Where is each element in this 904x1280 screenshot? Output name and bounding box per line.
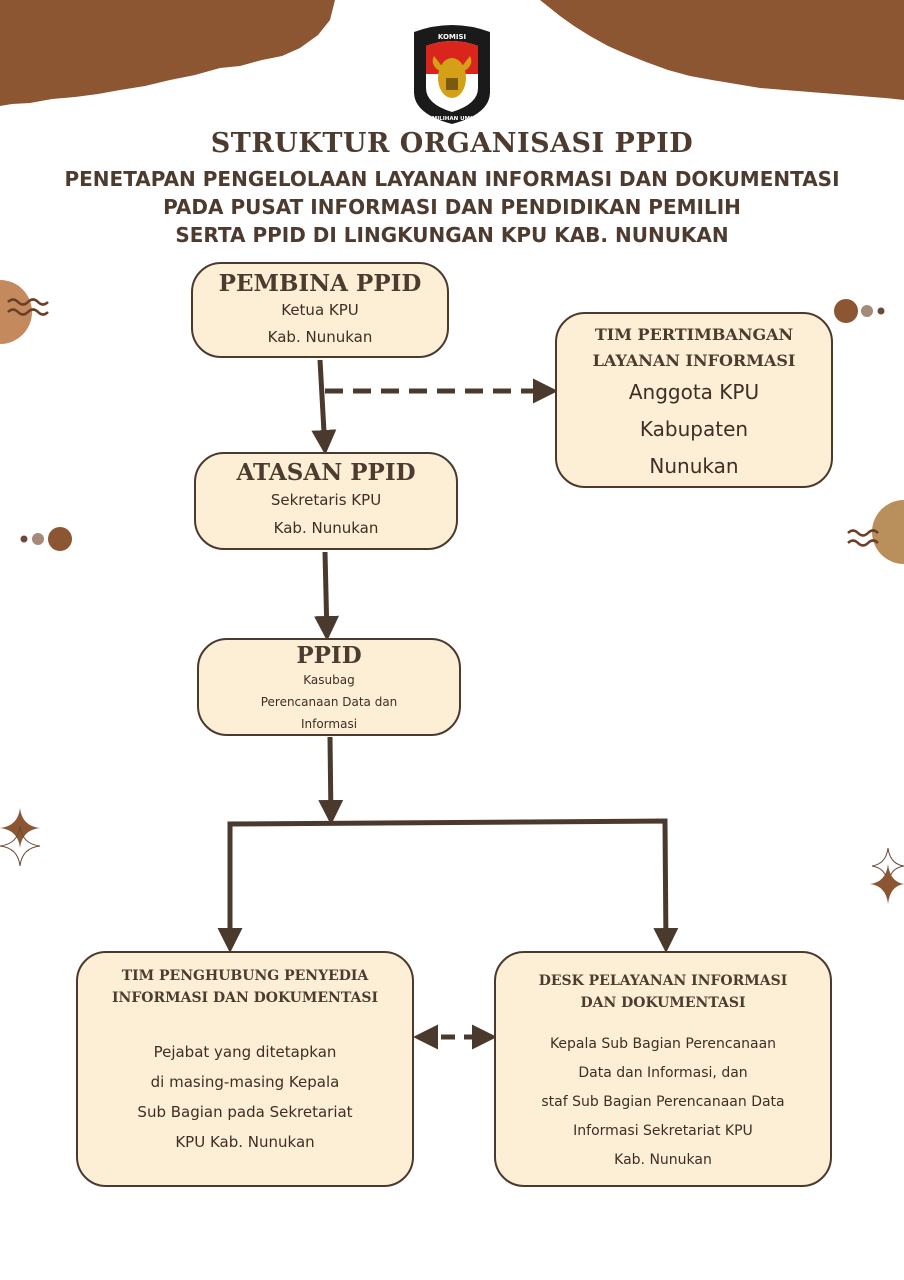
desk-line: Data dan Informasi, dan xyxy=(578,1065,748,1081)
kpu-logo: KOMISI PEMILIHAN UMUM xyxy=(414,25,490,124)
tim-pertimbangan-title-line: LAYANAN INFORMASI xyxy=(592,351,796,370)
pembina-line: Kab. Nunukan xyxy=(267,328,373,346)
ppid-title: PPID xyxy=(296,642,362,669)
top-left-torn-paper xyxy=(0,0,335,106)
arrow-pembina-to-atasan xyxy=(311,359,337,455)
node-desk-pelayanan: DESK PELAYANAN INFORMASI DAN DOKUMENTASI… xyxy=(494,951,832,1187)
tim-penghubung-line: KPU Kab. Nunukan xyxy=(175,1133,315,1151)
tim-penghubung-title-line: TIM PENGHUBUNG PENYEDIA xyxy=(121,968,369,984)
left-dots xyxy=(20,527,72,551)
tim-pertimbangan-line: Anggota KPU xyxy=(628,380,760,404)
desk-line: Kepala Sub Bagian Perencanaan xyxy=(549,1036,777,1052)
pembina-title: PEMBINA PPID xyxy=(218,270,422,297)
ppid-line: Perencanaan Data dan xyxy=(260,695,398,709)
tim-pertimbangan-line: Nunukan xyxy=(649,454,739,478)
tim-pertimbangan-line: Kabupaten xyxy=(639,417,749,441)
node-ppid: PPID Kasubag Perencanaan Data dan Inform… xyxy=(197,638,461,736)
right-dots xyxy=(834,299,885,323)
page-subtitle: PENETAPAN PENGELOLAAN LAYANAN INFORMASI … xyxy=(0,165,904,249)
pembina-line: Ketua KPU xyxy=(281,301,359,319)
desk-line: staf Sub Bagian Perencanaan Data xyxy=(541,1094,785,1110)
tim-penghubung-line: Sub Bagian pada Sekretariat xyxy=(137,1103,353,1121)
ppid-line: Informasi xyxy=(300,717,358,731)
right-sparkle xyxy=(870,848,904,904)
arrow-atasan-to-ppid xyxy=(314,551,340,641)
atasan-line: Kab. Nunukan xyxy=(273,519,379,537)
node-atasan-ppid: ATASAN PPID Sekretaris KPU Kab. Nunukan xyxy=(194,452,458,550)
tim-pertimbangan-title-line: TIM PERTIMBANGAN xyxy=(594,325,794,344)
subtitle-line: PENETAPAN PENGELOLAAN LAYANAN INFORMASI … xyxy=(64,167,840,191)
arrow-ppid-to-branch xyxy=(318,736,344,825)
top-right-torn-paper xyxy=(540,0,904,100)
subtitle-line: SERTA PPID DI LINGKUNGAN KPU KAB. NUNUKA… xyxy=(175,223,729,247)
desk-line: Kab. Nunukan xyxy=(614,1152,712,1168)
left-sparkle xyxy=(0,808,41,866)
desk-title-line: DAN DOKUMENTASI xyxy=(580,995,746,1011)
node-tim-penghubung: TIM PENGHUBUNG PENYEDIA INFORMASI DAN DO… xyxy=(76,951,414,1187)
ppid-line: Kasubag xyxy=(303,673,355,687)
branch-connector xyxy=(217,818,679,953)
tim-penghubung-line: Pejabat yang ditetapkan xyxy=(153,1043,337,1061)
atasan-title: ATASAN PPID xyxy=(236,459,416,486)
subtitle-line: PADA PUSAT INFORMASI DAN PENDIDIKAN PEMI… xyxy=(163,195,741,219)
left-half-circle-wave xyxy=(0,280,49,344)
desk-title-line: DESK PELAYANAN INFORMASI xyxy=(538,973,788,989)
node-tim-pertimbangan: TIM PERTIMBANGAN LAYANAN INFORMASI Anggo… xyxy=(555,312,833,488)
page-title: STRUKTUR ORGANISASI PPID xyxy=(210,128,694,159)
logo-text-top: KOMISI xyxy=(438,33,466,41)
atasan-line: Sekretaris KPU xyxy=(270,491,382,509)
right-half-circle-wave xyxy=(847,500,904,564)
header: STRUKTUR ORGANISASI PPID PENETAPAN PENGE… xyxy=(0,128,904,249)
tim-penghubung-line: di masing-masing Kepala xyxy=(150,1073,340,1091)
desk-line: Informasi Sekretariat KPU xyxy=(573,1123,753,1139)
node-pembina-ppid: PEMBINA PPID Ketua KPU Kab. Nunukan xyxy=(191,262,449,358)
logo-text-bottom: PEMILIHAN UMUM xyxy=(424,116,480,122)
tim-penghubung-title-line: INFORMASI DAN DOKUMENTASI xyxy=(111,990,379,1006)
